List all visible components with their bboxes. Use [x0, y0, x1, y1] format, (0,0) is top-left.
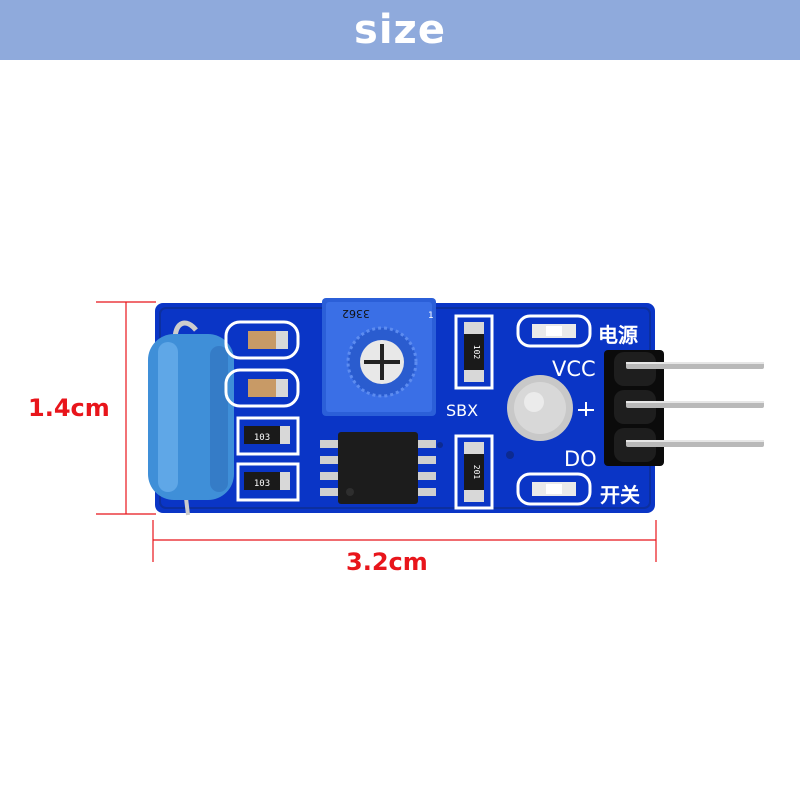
power-label: 电源	[598, 323, 638, 347]
switch-label: 开关	[600, 483, 640, 507]
page-title: size	[354, 7, 446, 53]
width-dimension-line	[152, 520, 657, 562]
potentiometer: 3362 1	[322, 298, 436, 416]
capacitor-2	[224, 368, 300, 408]
height-dimension-line	[96, 301, 156, 515]
ic-chip	[320, 432, 436, 504]
do-label: DO	[564, 447, 597, 471]
potentiometer-code: 3362	[342, 307, 370, 320]
resistor-103-b: 103	[236, 462, 300, 502]
resistor-label: 103	[254, 479, 270, 489]
height-label: 1.4cm	[28, 394, 110, 422]
resistor-label: 102	[472, 345, 481, 360]
pin-header	[604, 350, 764, 466]
vcc-label: VCC	[552, 357, 596, 381]
title-banner: size	[0, 0, 800, 60]
resistor-label: 201	[472, 465, 481, 480]
switch-led	[516, 472, 592, 506]
resistor-label: 103	[254, 433, 270, 443]
tilt-sensor	[148, 334, 234, 500]
power-led	[516, 314, 592, 348]
resistor-103-a: 103	[236, 416, 300, 456]
resistor-201: 201	[454, 434, 494, 510]
capacitor-1	[224, 320, 300, 360]
ground-symbol	[578, 402, 594, 416]
silkscreen-sbx: SBX	[446, 401, 478, 420]
width-label: 3.2cm	[346, 548, 428, 576]
resistor-102: 102	[454, 314, 494, 390]
potentiometer-pin-mark: 1	[428, 311, 434, 321]
